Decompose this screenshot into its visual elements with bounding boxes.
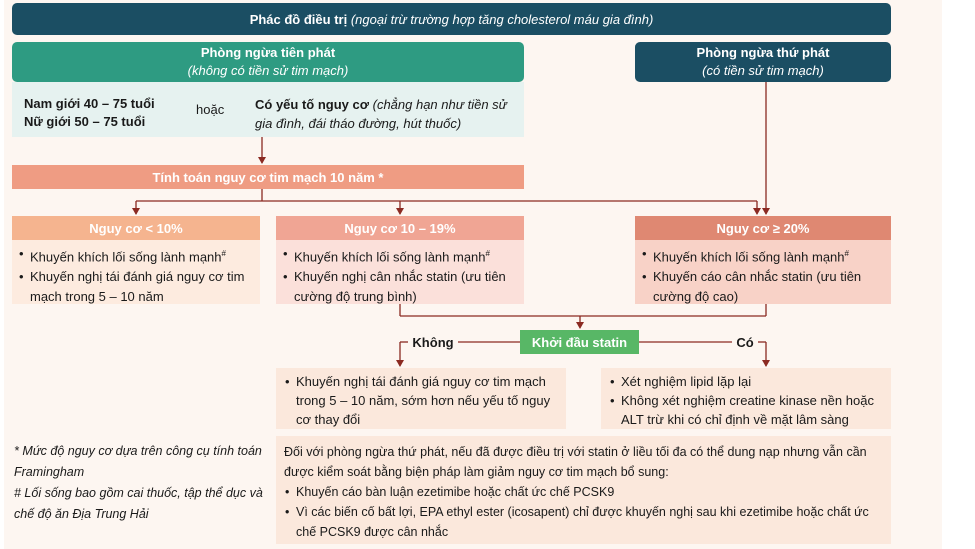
list-item: Khuyến khích lối sống lành mạnh# <box>641 244 885 267</box>
calculate-risk-box: Tính toán nguy cơ tim mạch 10 năm * <box>12 165 524 189</box>
list-item: Khuyến cáo bàn luận ezetimibe hoặc chất … <box>284 482 883 502</box>
start-statin-box: Khởi đầu statin <box>520 330 639 354</box>
risk-mid-body: Khuyến khích lối sống lành mạnh# Khuyến … <box>276 240 524 304</box>
protocol-title-note: (ngoại trừ trường hợp tăng cholesterol m… <box>350 11 654 27</box>
note-intro: Đối với phòng ngừa thứ phát, nếu đã được… <box>284 445 867 479</box>
risk-low-body: Khuyến khích lối sống lành mạnh# Khuyến … <box>12 240 260 304</box>
secondary-prevention-header: Phòng ngừa thứ phát (có tiền sử tim mạch… <box>635 42 891 82</box>
list-item: Khuyến nghị tái đánh giá nguy cơ tim mạc… <box>284 372 558 429</box>
primary-prevention-header: Phòng ngừa tiên phát (không có tiền sử t… <box>12 42 524 82</box>
no-statin-box: Khuyến nghị tái đánh giá nguy cơ tim mạc… <box>276 368 566 429</box>
footnote-hash: # Lối sống bao gồm cai thuốc, tập thể dụ… <box>14 486 263 521</box>
primary-criteria: Nam giới 40 – 75 tuổi Nữ giới 50 – 75 tu… <box>12 82 524 137</box>
list-item: Xét nghiệm lipid lặp lại <box>609 372 883 391</box>
yes-statin-box: Xét nghiệm lipid lặp lại Không xét nghiệ… <box>601 368 891 429</box>
risk-low-title: Nguy cơ < 10% <box>12 216 260 240</box>
protocol-title-main: Phác đồ điều trị <box>249 11 348 27</box>
criteria-women: Nữ giới 50 – 75 tuổi <box>24 114 146 129</box>
no-label: Không <box>408 333 458 351</box>
list-item: Khuyến nghị tái đánh giá nguy cơ tim mạc… <box>18 267 254 307</box>
risk-high-title: Nguy cơ ≥ 20% <box>635 216 891 240</box>
primary-prevention-subtitle: (không có tiền sử tim mạch) <box>187 63 349 78</box>
risk-factor-examples: (chẳng hạn như tiền sử gia đình, đái thá… <box>255 97 507 131</box>
footnote-star: * Mức độ nguy cơ dựa trên công cụ tính t… <box>14 444 262 479</box>
criteria-men: Nam giới 40 – 75 tuổi <box>24 96 155 111</box>
secondary-prevention-subtitle: (có tiền sử tim mạch) <box>702 63 824 78</box>
list-item: Khuyến khích lối sống lành mạnh# <box>18 244 254 267</box>
list-item: Khuyến nghị cân nhắc statin (ưu tiên cườ… <box>282 267 518 307</box>
footnotes: * Mức độ nguy cơ dựa trên công cụ tính t… <box>14 441 264 525</box>
risk-factor-label: Có yếu tố nguy cơ <box>255 97 369 112</box>
list-item: Vì các biến cố bất lợi, EPA ethyl ester … <box>284 502 883 542</box>
list-item: Khuyến cáo cân nhắc statin (ưu tiên cườn… <box>641 267 885 307</box>
protocol-title: Phác đồ điều trị (ngoại trừ trường hợp t… <box>12 3 891 35</box>
primary-prevention-title: Phòng ngừa tiên phát <box>200 45 336 60</box>
risk-high-body: Khuyến khích lối sống lành mạnh# Khuyến … <box>635 240 891 304</box>
list-item: Không xét nghiệm creatine kinase nền hoặ… <box>609 391 883 429</box>
risk-mid-title: Nguy cơ 10 – 19% <box>276 216 524 240</box>
criteria-risk-factor: Có yếu tố nguy cơ (chẳng hạn như tiền sử… <box>255 95 515 133</box>
yes-label: Có <box>732 333 758 351</box>
criteria-or: hoặc <box>196 102 225 117</box>
list-item: Khuyến khích lối sống lành mạnh# <box>282 244 518 267</box>
secondary-prevention-title: Phòng ngừa thứ phát <box>696 45 830 60</box>
secondary-prevention-note: Đối với phòng ngừa thứ phát, nếu đã được… <box>276 436 891 544</box>
